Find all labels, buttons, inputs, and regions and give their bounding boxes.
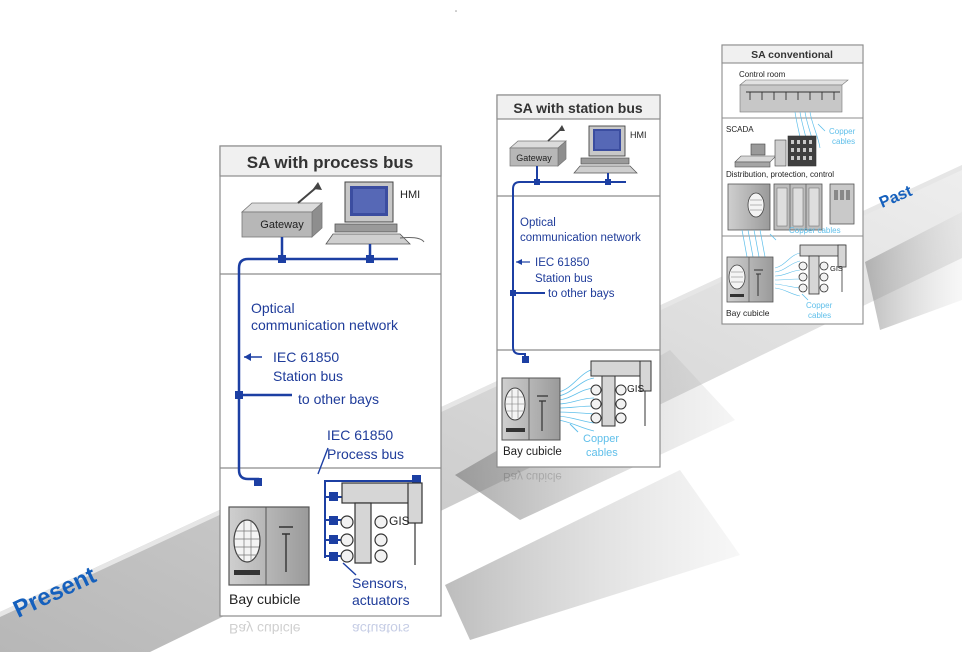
conv-copper-bottom-cables <box>774 252 801 297</box>
process-other-bays-label: to other bays <box>298 391 379 407</box>
port-node <box>278 255 286 263</box>
station-copper-label-line1: Copper <box>583 433 619 445</box>
process-sensors-label-line2: actuators <box>352 592 410 608</box>
sensor-node <box>329 492 338 501</box>
conv-copper-bottom-line2: cables <box>808 311 831 320</box>
process-bay-label: Bay cubicle <box>229 591 301 607</box>
port-node <box>605 179 611 185</box>
arrow-head-icon <box>516 259 522 265</box>
station-gis-icon <box>590 360 652 427</box>
conventional-panel-shadow <box>865 212 962 330</box>
station-panel-header <box>496 94 661 120</box>
process-bus-label-line1: IEC 61850 <box>327 427 393 443</box>
station-gateway-label: Gateway <box>516 153 552 163</box>
conv-copper-bottom-line1: Copper <box>806 301 833 310</box>
process-reflection: Bay cubicle actuators <box>229 621 410 637</box>
port-node <box>235 391 243 399</box>
antenna-icon <box>558 125 565 131</box>
process-hmi <box>325 181 425 245</box>
keyboard-icon <box>573 165 638 174</box>
sensor-node <box>329 516 338 525</box>
process-sensors-label-line1: Sensors, <box>352 575 407 591</box>
station-hmi <box>573 125 638 174</box>
conv-gis-icon <box>798 244 847 295</box>
station-network-label-line2: communication network <box>520 232 641 244</box>
copper-pointer <box>569 423 579 433</box>
panel-conventional: SA conventional Control room Copper cabl… <box>721 44 864 325</box>
port-node <box>254 478 262 486</box>
station-hmi-label: HMI <box>630 130 647 140</box>
conv-scada-icon <box>734 135 817 168</box>
process-network-label-line2: communication network <box>251 317 399 333</box>
process-bus-label-line2: Process bus <box>327 446 404 462</box>
copper-pointer <box>769 233 777 241</box>
conventional-panel-header <box>721 44 864 64</box>
port-node <box>510 290 516 296</box>
conv-scada-label: SCADA <box>726 125 754 134</box>
process-gateway-label: Gateway <box>260 219 304 231</box>
port-node <box>534 179 540 185</box>
process-panel-title: SA with process bus <box>247 153 414 172</box>
panel-process-bus: SA with process bus Gateway HMI <box>219 145 442 637</box>
station-copper-label-line2: cables <box>586 447 618 459</box>
station-station-bus-line2: Station bus <box>535 273 593 285</box>
process-hmi-label: HMI <box>400 189 420 201</box>
station-other-bays-label: to other bays <box>548 288 615 300</box>
conv-gis-label: GIS <box>830 264 843 273</box>
process-reflection-actuators: actuators <box>352 621 410 637</box>
arrow-head-icon <box>244 353 251 361</box>
panel-station-bus: SA with station bus Gateway HMI <box>496 94 661 482</box>
process-gateway <box>240 182 324 238</box>
keyboard-icon <box>325 233 411 245</box>
station-gis-label: GIS <box>627 384 645 395</box>
process-reflection-bay: Bay cubicle <box>229 621 301 637</box>
port-node <box>366 255 374 263</box>
port-node <box>522 356 529 363</box>
antenna-icon <box>313 182 322 190</box>
conv-bay-cubicle-icon <box>726 256 774 303</box>
station-reflection: Bay cubicle <box>503 470 562 482</box>
station-reflection-bay: Bay cubicle <box>503 470 562 482</box>
conv-bay-label: Bay cubicle <box>726 308 770 318</box>
conv-dpc-icon <box>727 183 855 231</box>
station-panel-title: SA with station bus <box>513 100 643 116</box>
station-bay-label: Bay cubicle <box>503 446 562 458</box>
conv-dpc-label: Distribution, protection, control <box>726 170 834 179</box>
conv-copper-top-line1: Copper <box>829 127 856 136</box>
conv-copper-mid-label: Copper cables <box>789 226 841 235</box>
station-network-label-line1: Optical <box>520 217 556 229</box>
stray-dot <box>455 10 457 12</box>
station-copper-cables <box>557 368 595 432</box>
process-station-bus-line1: IEC 61850 <box>273 349 339 365</box>
process-bay-cubicle-icon <box>228 506 310 586</box>
sensor-node <box>412 475 421 484</box>
station-station-bus-line1: IEC 61850 <box>535 257 589 269</box>
conv-copper-top-line2: cables <box>832 137 855 146</box>
conv-control-room-label: Control room <box>739 70 786 79</box>
station-gateway <box>509 125 567 167</box>
process-panel-header <box>219 145 442 177</box>
sensors-pointer <box>342 562 357 576</box>
copper-pointer <box>801 293 809 301</box>
sensor-node <box>329 552 338 561</box>
process-station-bus-line2: Station bus <box>273 368 343 384</box>
sensor-node <box>329 535 338 544</box>
process-gis-label: GIS <box>389 514 410 528</box>
process-panel-shadow <box>445 470 740 640</box>
process-gis-icon <box>340 482 423 565</box>
process-network-label-line1: Optical <box>251 300 295 316</box>
process-bus-pointer <box>317 447 329 475</box>
station-bay-cubicle-icon <box>501 377 561 441</box>
conv-control-room-icon <box>739 79 849 113</box>
copper-pointer <box>817 123 826 132</box>
conventional-panel-title: SA conventional <box>751 49 833 61</box>
